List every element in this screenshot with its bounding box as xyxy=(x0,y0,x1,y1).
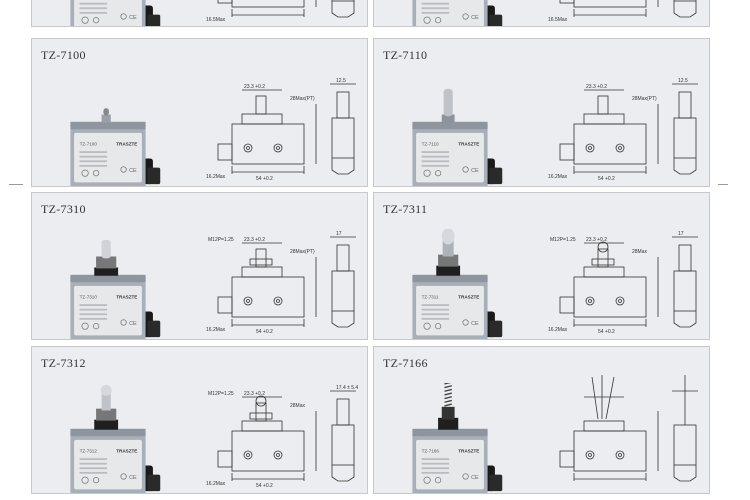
model-number: TZ-7166 xyxy=(383,356,428,370)
dimension-left: 16.5Max xyxy=(548,17,568,23)
technical-drawing: 23.3 +0.2 28Max(PT) 16.2Max 54 +0.2 12.5 xyxy=(206,78,356,182)
dimension-thread: M12P=1.25 xyxy=(550,237,576,243)
svg-text:CE: CE xyxy=(471,321,479,327)
dimension-thread: M12P=1.25 xyxy=(208,391,234,397)
model-number: TZ-7100 xyxy=(41,48,86,62)
switch-label-brand: TRASZTE xyxy=(458,295,479,300)
dimension-op: 28Max(PT) xyxy=(290,249,315,255)
technical-drawing: 23.3 +0.2 28Max(PT) 16.2Max 54 +0.2 17M12P=1… xyxy=(206,231,356,335)
switch-label-model: TZ-7310 xyxy=(80,295,98,300)
switch-photo: CE xyxy=(412,0,503,26)
dimension-top: 23.3 +0.2 xyxy=(244,391,265,397)
switch-label-model: TZ-7100 xyxy=(80,142,98,147)
dimension-op: 28Max(PT) xyxy=(632,96,657,102)
model-number: TZ-7310 xyxy=(41,202,86,216)
dimension-top: 23.3 +0.2 xyxy=(244,84,265,90)
switch-label-brand: TRASZTE xyxy=(116,142,137,147)
dimension-left: 16.5Max xyxy=(206,17,226,23)
product-cell: CE 16.5Max xyxy=(31,0,368,27)
dimension-width: 12.5 xyxy=(336,78,346,84)
dimension-bottom: 54 +0.2 xyxy=(598,329,615,335)
switch-photo: TZ-7311 TRASZTE CE xyxy=(412,229,503,339)
technical-drawing: 16.5Max xyxy=(548,0,697,23)
technical-drawing: 23.3 +0.2 28Max(PT) 16.2Max 54 +0.2 12.5 xyxy=(548,78,698,182)
model-number: TZ-7312 xyxy=(41,356,86,370)
switch-photo: TZ-7310 TRASZTE CE xyxy=(70,240,161,339)
model-number: TZ-7110 xyxy=(383,48,428,62)
dimension-top: 23.3 +0.2 xyxy=(586,237,607,243)
technical-drawing xyxy=(559,375,698,482)
dimension-bottom: 54 +0.2 xyxy=(256,176,273,182)
switch-photo: CE xyxy=(70,0,161,26)
svg-text:CE: CE xyxy=(129,321,137,327)
technical-drawing: 16.5Max xyxy=(206,0,355,23)
dimension-left: 16.2Max xyxy=(206,327,226,333)
right-separator-line xyxy=(718,184,728,185)
dimension-op: 28Max xyxy=(632,249,648,255)
dimension-left: 16.2Max xyxy=(206,481,226,487)
left-separator-line xyxy=(9,184,23,185)
switch-label-model: TZ-7166 xyxy=(422,449,440,454)
svg-text:CE: CE xyxy=(129,15,137,21)
dimension-thread: M12P=1.25 xyxy=(208,237,234,243)
svg-text:CE: CE xyxy=(129,475,137,481)
switch-photo: TZ-7166 TRASZTE CE xyxy=(412,383,503,493)
dimension-left: 16.2Max xyxy=(548,174,568,180)
product-cell: CE 16.5Max xyxy=(373,0,710,27)
dimension-top: 23.3 +0.2 xyxy=(244,237,265,243)
switch-label-brand: TRASZTE xyxy=(116,449,137,454)
model-number: TZ-7311 xyxy=(383,202,428,216)
switch-label-model: TZ-7312 xyxy=(80,449,98,454)
dimension-bottom: 54 +0.2 xyxy=(598,176,615,182)
switch-label-brand: TRASZTE xyxy=(458,142,479,147)
dimension-top: 23.3 +0.2 xyxy=(586,84,607,90)
dimension-op: 28Max xyxy=(290,403,306,409)
svg-text:CE: CE xyxy=(471,168,479,174)
dimension-op: 28Max(PT) xyxy=(290,96,315,102)
dimension-width: 17 xyxy=(678,231,684,237)
switch-label-brand: TRASZTE xyxy=(458,449,479,454)
switch-label-brand: TRASZTE xyxy=(116,295,137,300)
dimension-width: 17 xyxy=(336,231,342,237)
svg-text:CE: CE xyxy=(129,168,137,174)
dimension-width: 17.4 ± 5.4 xyxy=(336,385,358,391)
switch-label-model: TZ-7311 xyxy=(422,295,439,300)
svg-text:CE: CE xyxy=(471,475,479,481)
switch-photo: TZ-7312 TRASZTE CE xyxy=(70,384,161,493)
dimension-bottom: 54 +0.2 xyxy=(256,483,273,489)
dimension-left: 16.2Max xyxy=(548,327,568,333)
switch-photo: TZ-7100 TRASZTE CE xyxy=(70,108,161,186)
dimension-bottom: 54 +0.2 xyxy=(256,329,273,335)
switch-label-model: TZ-7110 xyxy=(422,142,439,147)
dimension-width: 12.5 xyxy=(678,78,688,84)
svg-text:CE: CE xyxy=(471,15,479,21)
switch-photo: TZ-7110 TRASZTE CE xyxy=(412,88,503,186)
technical-drawing: 23.3 +0.2 28Max 16.2Max 54 +0.2 17.4 ± 5.4M1… xyxy=(206,385,358,489)
dimension-left: 16.2Max xyxy=(206,174,226,180)
